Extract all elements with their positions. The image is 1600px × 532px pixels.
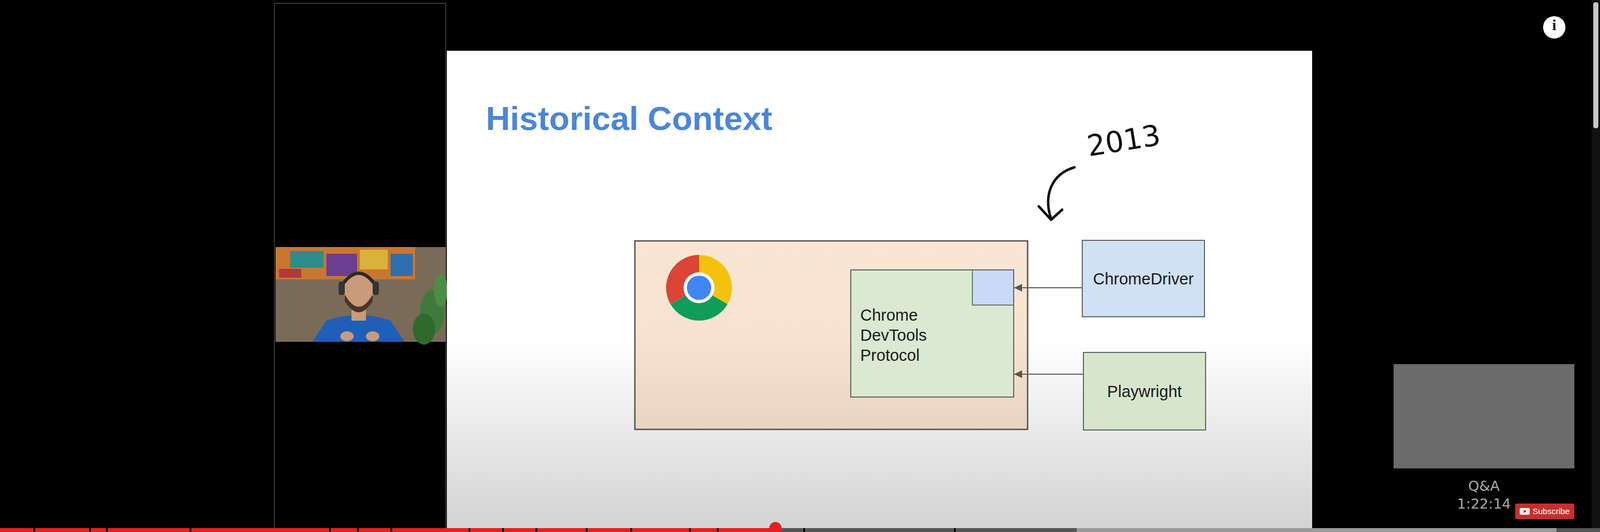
webcam-image <box>275 247 448 345</box>
progress-track <box>0 528 1600 532</box>
box-label: Chrome DevTools Protocol <box>860 305 956 366</box>
info-glyph: i <box>1543 16 1566 39</box>
connector-arrow <box>1014 287 1082 289</box>
camera-panel <box>274 3 446 532</box>
video-time: 1:22:14 <box>1428 495 1540 513</box>
next-thumbnail <box>1393 364 1575 469</box>
progress-buffer <box>1076 528 1557 532</box>
progress-played <box>0 528 776 532</box>
box-label: Playwright <box>1107 381 1183 402</box>
subscribe-button <box>1515 503 1575 520</box>
scrollbar-thumb <box>1593 2 1599 129</box>
slide-background <box>446 50 1313 532</box>
video-title: Q&A <box>1428 478 1540 495</box>
process-box: ChromeDriver <box>1081 239 1206 318</box>
browser-box <box>634 241 1028 430</box>
scrollbar <box>1591 0 1600 532</box>
slide-title: Historical Context <box>485 99 773 138</box>
chrome-logo <box>666 254 732 321</box>
box-label: ChromeDriver <box>1092 268 1194 289</box>
process-box: Chrome DevTools Protocol <box>850 269 1015 398</box>
process-box: Playwright <box>1082 352 1207 431</box>
button-label: Subscribe <box>1532 506 1570 517</box>
progress-knob <box>769 522 782 532</box>
subscribe-icon <box>1523 509 1527 514</box>
attach-point <box>971 270 1014 306</box>
chapter-gaps <box>33 528 956 532</box>
handdrawn-arrow <box>1038 167 1075 220</box>
connector-arrow <box>1014 373 1083 375</box>
info-icon <box>1543 16 1566 39</box>
subscribe-icon <box>1519 508 1530 515</box>
